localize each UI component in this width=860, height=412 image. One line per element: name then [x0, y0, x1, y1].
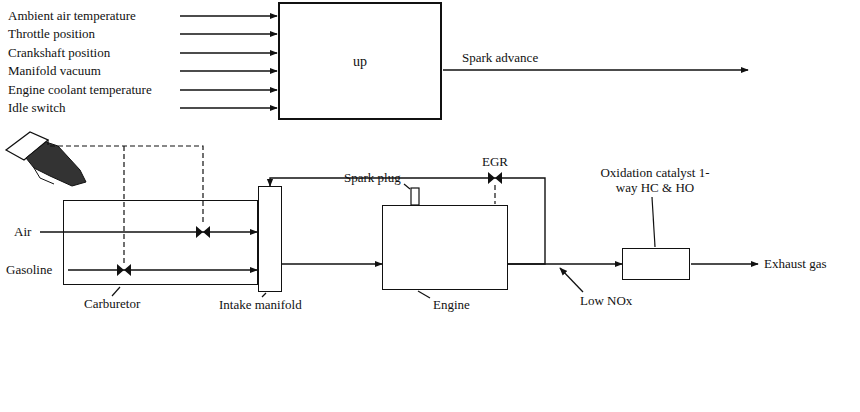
flow-connector — [270, 178, 545, 264]
input-signal: Idle switch — [8, 100, 65, 115]
input-signal: Crankshaft position — [8, 45, 110, 60]
throttle-valve — [196, 226, 210, 238]
input-signal: Ambient air temperature — [8, 8, 136, 23]
catalyst-box: Oxidation catalyst 1-way HC & HO — [622, 248, 690, 280]
input-arrow — [180, 52, 277, 53]
input-signal: Manifold vacuum — [8, 63, 101, 78]
shoe — [26, 142, 86, 186]
input-arrow — [180, 70, 277, 71]
linkage-line — [48, 140, 203, 225]
part-label: Exhaust gas — [764, 256, 826, 271]
intake-manifold-box: Intake manifold — [258, 186, 282, 292]
node-label: Engine — [433, 297, 470, 312]
input-signal: Engine coolant temperature — [8, 82, 152, 97]
part-label: Spark plug — [344, 170, 401, 185]
microprocessor-box: up — [278, 2, 442, 120]
throttle-linkage — [48, 140, 495, 263]
part-label: Gasoline — [6, 262, 52, 277]
node-label: Carburetor — [84, 296, 140, 311]
gasoline-line — [68, 269, 257, 270]
vacuum-line — [494, 185, 495, 204]
output-signal: Spark advance — [462, 50, 538, 65]
part-label: Air — [14, 224, 31, 239]
leaders — [112, 184, 655, 298]
node-label: Oxidation catalyst 1-way HC & HO — [595, 165, 715, 195]
input-arrow — [180, 33, 277, 34]
exhaust-arrow — [691, 263, 758, 264]
fuel-valve — [117, 264, 131, 276]
spark-plug — [411, 188, 419, 205]
engine-box: Engine — [382, 205, 508, 290]
part-label: Low NOx — [580, 293, 632, 308]
leader-line — [652, 197, 655, 247]
connector-label: EGR — [480, 154, 510, 169]
flow-connector — [282, 263, 382, 264]
shoe-sole — [34, 168, 54, 184]
leader-line — [112, 287, 120, 296]
leader-line — [262, 293, 266, 297]
carburetor-box: Carburetor — [63, 200, 258, 285]
node-label: up — [353, 54, 367, 69]
node-label: Intake manifold — [219, 297, 302, 312]
input-arrow — [180, 107, 277, 108]
leader-line — [418, 291, 430, 298]
linkage-line — [123, 146, 124, 263]
valves — [117, 172, 502, 276]
leader-line — [404, 184, 410, 189]
air-line — [40, 231, 257, 232]
input-arrow — [180, 89, 277, 90]
input-signal: Throttle position — [8, 26, 95, 41]
output-arrow — [443, 69, 748, 70]
input-arrows — [40, 16, 758, 292]
accelerator-pedal — [6, 132, 86, 186]
input-arrow — [180, 15, 277, 16]
leader-arrow — [560, 268, 583, 292]
